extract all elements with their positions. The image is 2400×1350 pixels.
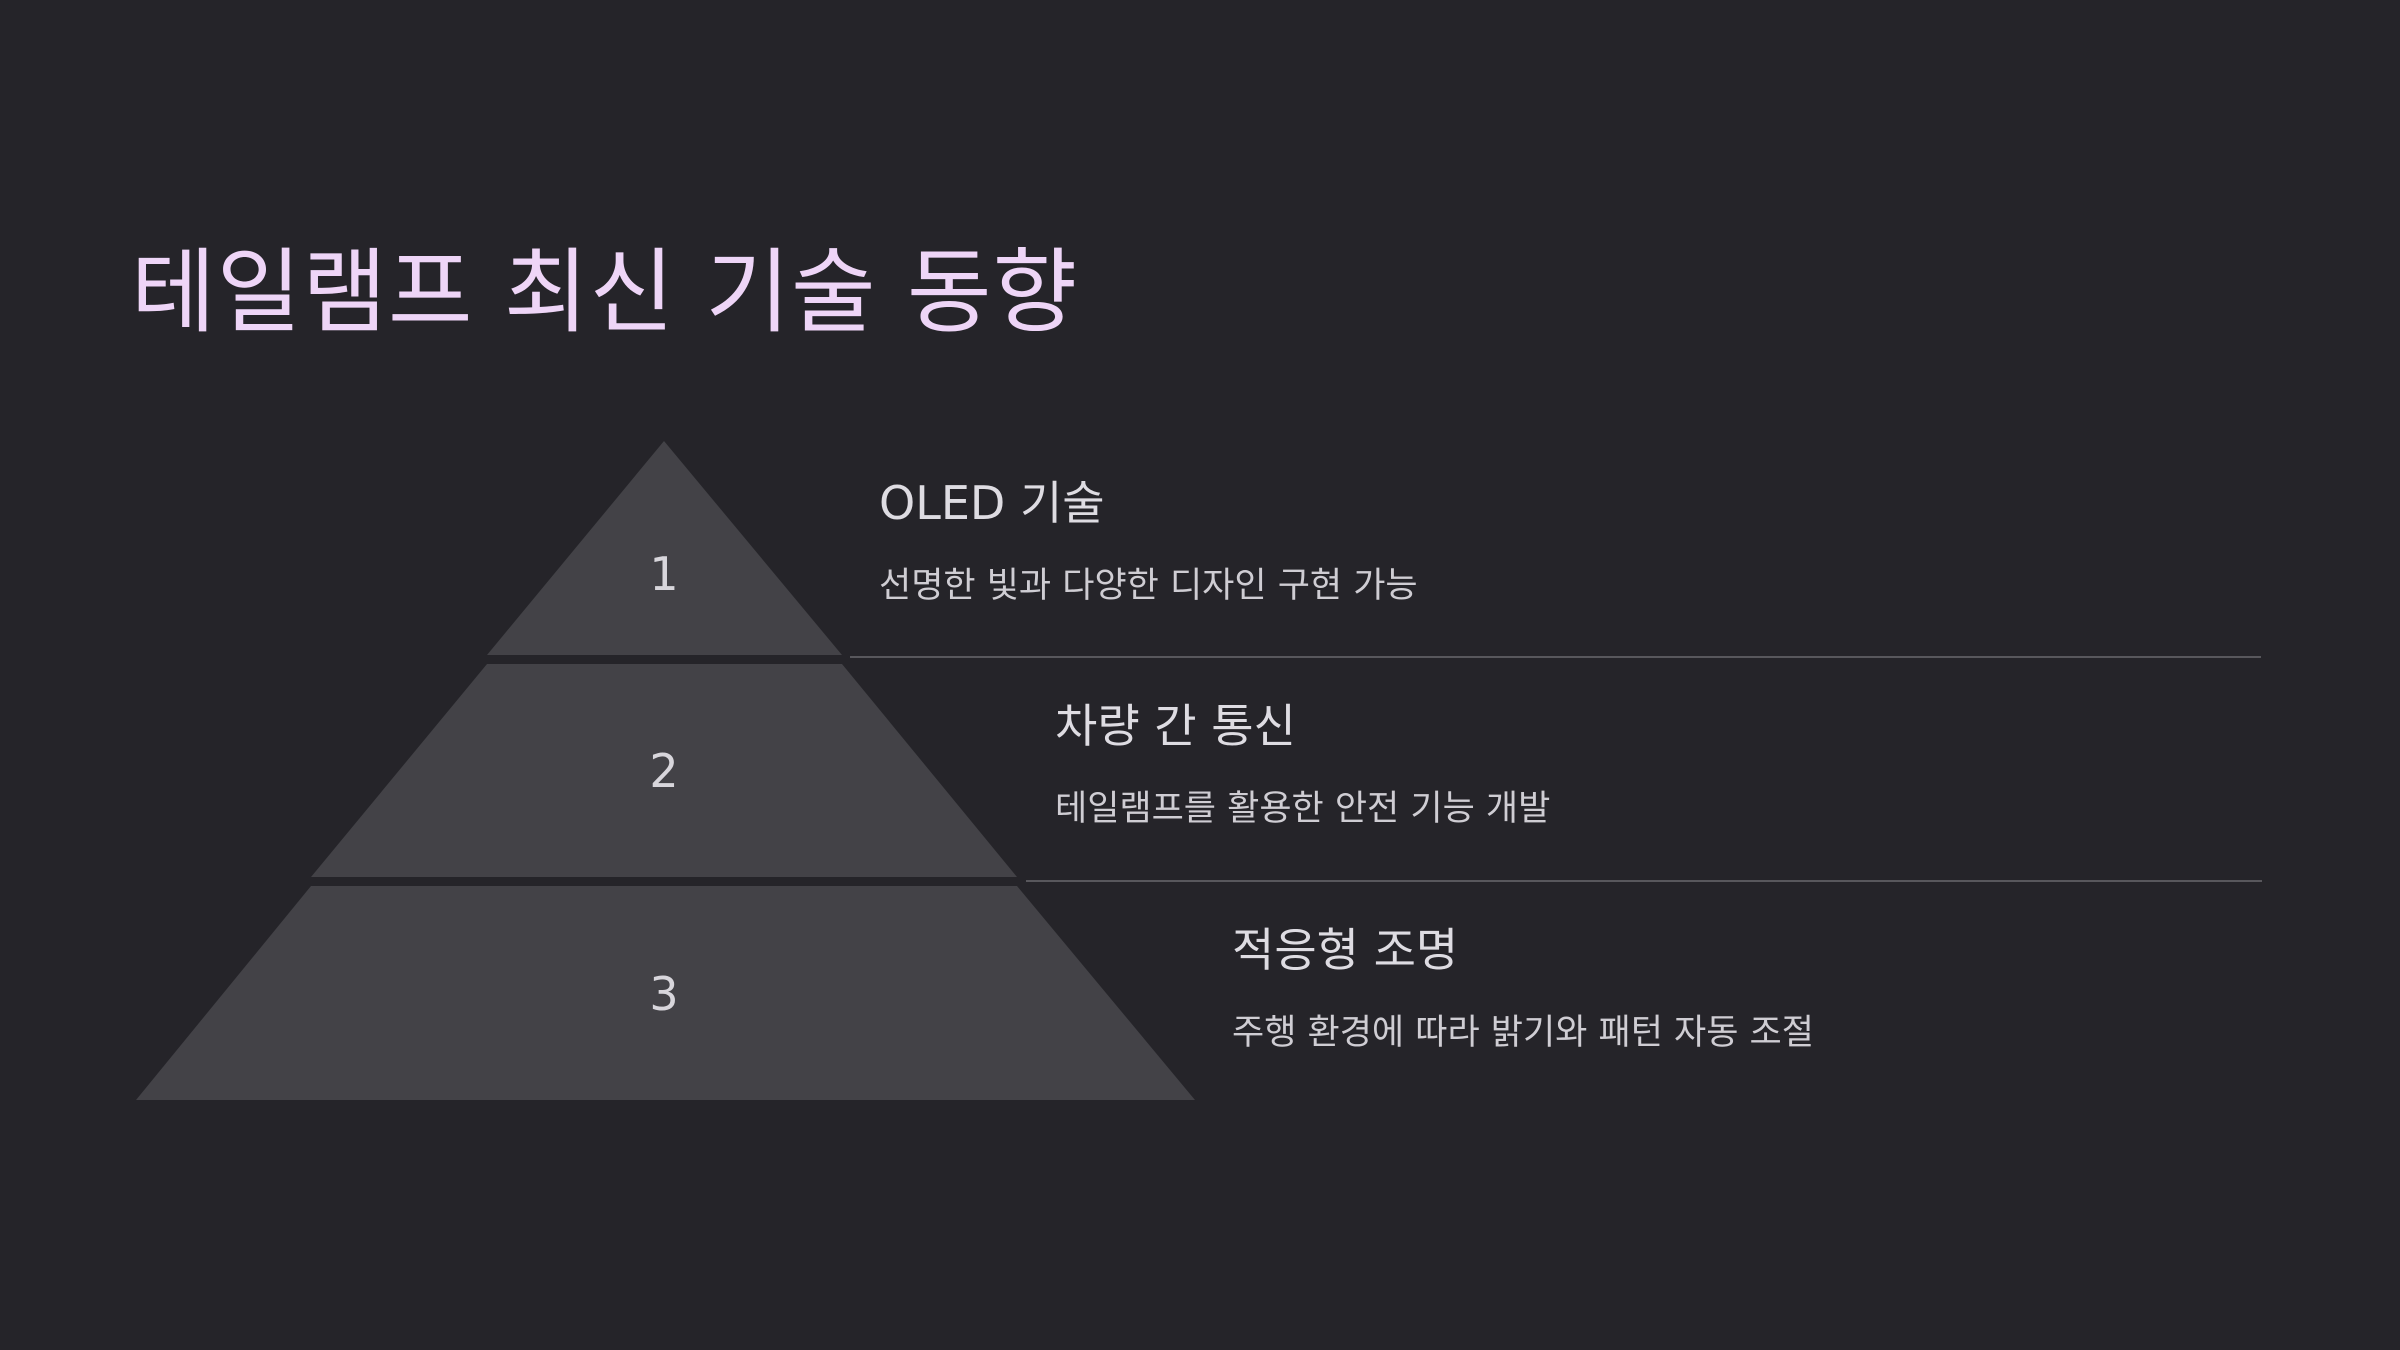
tier-item-3: 적응형 조명 주행 환경에 따라 밝기와 패턴 자동 조절 — [1232, 923, 1814, 1054]
tier-description-1: 선명한 빛과 다양한 디자인 구현 가능 — [879, 566, 1418, 607]
tier-heading-2: 차량 간 통신 — [1055, 699, 1296, 753]
tier-divider-2 — [1026, 880, 2262, 882]
tier-divider-1 — [850, 656, 2261, 658]
tier-description-2: 테일램프를 활용한 안전 기능 개발 — [1055, 789, 1551, 830]
tier-number-3: 3 — [649, 967, 678, 1021]
tier-number-2: 2 — [649, 744, 678, 798]
pyramid-tier-3 — [136, 886, 1195, 1100]
tier-description-3: 주행 환경에 따라 밝기와 패턴 자동 조절 — [1232, 1013, 1814, 1054]
slide-title: 테일램프 최신 기술 동향 — [131, 239, 1079, 346]
pyramid-tier-2 — [311, 664, 1017, 877]
tier-item-1: OLED 기술 선명한 빛과 다양한 디자인 구현 가능 — [879, 476, 1418, 607]
pyramid-tier-1 — [487, 441, 842, 655]
tier-item-2: 차량 간 통신 테일램프를 활용한 안전 기능 개발 — [1055, 699, 1550, 830]
tier-number-1: 1 — [649, 547, 678, 601]
tier-heading-3: 적응형 조명 — [1232, 923, 1459, 977]
tier-heading-1: OLED 기술 — [879, 476, 1105, 530]
